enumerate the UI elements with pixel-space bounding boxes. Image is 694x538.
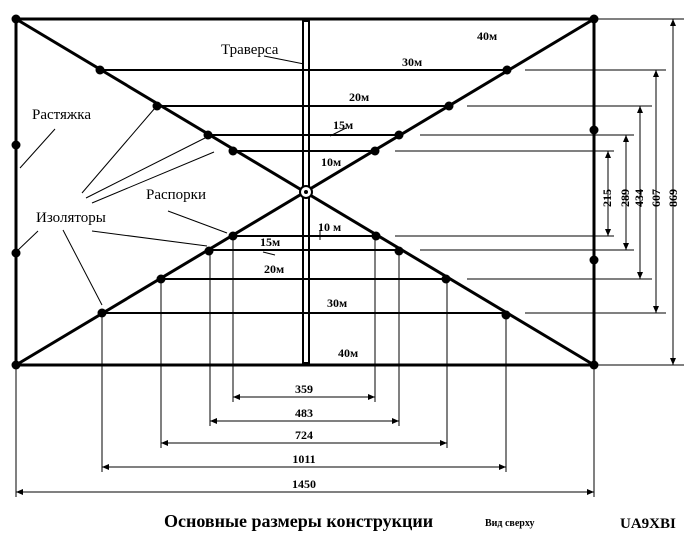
height-value-434: 434 xyxy=(632,189,646,207)
insulator-dot xyxy=(371,231,381,241)
insulator-dot xyxy=(156,274,166,284)
height-value-607: 607 xyxy=(649,189,663,207)
width-value-359: 359 xyxy=(295,382,313,396)
insulator-dot xyxy=(441,274,451,284)
insulator-dot xyxy=(203,130,213,140)
band-label-20m-upper: 20м xyxy=(349,90,369,104)
height-dimension-289 xyxy=(623,135,629,250)
width-value-1011: 1011 xyxy=(292,452,315,466)
leader-insulator-4 xyxy=(15,230,39,253)
leader-rasporki xyxy=(167,210,228,234)
diagram-subcaption: Вид сверху xyxy=(485,518,534,529)
insulator-dot xyxy=(204,246,214,256)
width-dimension-724 xyxy=(161,440,447,446)
label-rastyazhka: Растяжка xyxy=(32,107,91,123)
leader-traversa xyxy=(263,55,305,65)
guy-insulator-dot xyxy=(589,255,599,265)
width-value-483: 483 xyxy=(295,406,313,420)
leader-insulator-1 xyxy=(81,107,156,194)
height-value-215: 215 xyxy=(600,189,614,207)
width-dimension-483 xyxy=(210,418,399,424)
insulator-dot xyxy=(394,130,404,140)
label-traversa: Траверса xyxy=(221,42,279,58)
label-izolyatory: Изоляторы xyxy=(36,210,106,226)
insulator-dot xyxy=(95,65,105,75)
width-value-1450: 1450 xyxy=(292,477,316,491)
diagram-caption: Основные размеры конструкции xyxy=(164,511,433,531)
band-label-10m-upper: 10м xyxy=(321,155,341,169)
insulator-dot xyxy=(589,360,599,370)
insulator-dot xyxy=(370,146,380,156)
band-label-40m-lower: 40м xyxy=(338,346,358,360)
leader-insulator-2 xyxy=(85,137,206,199)
leader-15m-upper xyxy=(329,127,347,137)
label-rasporki: Распорки xyxy=(146,187,206,203)
insulator-dot xyxy=(444,101,454,111)
height-dimension-215 xyxy=(605,151,611,236)
frame-outline xyxy=(14,17,596,367)
author-callsign: UA9XBI xyxy=(620,516,676,532)
insulator-dot xyxy=(228,146,238,156)
center-hub-dot xyxy=(304,190,308,194)
height-dimension-607 xyxy=(653,70,659,313)
band-label-40m-upper: 40м xyxy=(477,29,497,43)
leader-insulator-3 xyxy=(91,151,215,204)
leader-insulator-5 xyxy=(62,229,103,306)
insulator-dot xyxy=(11,14,21,24)
insulator-dot xyxy=(501,310,511,320)
leader-rastyazhka xyxy=(19,128,56,169)
height-value-869: 869 xyxy=(666,189,680,207)
insulator-dot xyxy=(589,14,599,24)
insulator-dot xyxy=(152,101,162,111)
insulator-dot xyxy=(394,246,404,256)
band-label-30m-lower: 30м xyxy=(327,296,347,310)
insulator-dot xyxy=(97,308,107,318)
guy-insulator-dot xyxy=(589,125,599,135)
band-label-15m-lower: 15м xyxy=(260,235,280,249)
guy-insulator-dot xyxy=(11,248,21,258)
leader-15m-lower xyxy=(262,251,276,256)
guy-insulator-dot xyxy=(11,140,21,150)
band-label-20m-lower: 20м xyxy=(264,262,284,276)
insulator-dot xyxy=(502,65,512,75)
leader-insulator-6 xyxy=(91,230,208,247)
insulator-dot xyxy=(228,231,238,241)
width-value-724: 724 xyxy=(295,428,313,442)
band-label-10m-lower: 10 м xyxy=(318,220,341,234)
height-dimension-434 xyxy=(637,106,643,279)
width-dimension-1011 xyxy=(102,464,506,470)
insulator-dots xyxy=(11,14,599,370)
band-label-30m-upper: 30м xyxy=(402,55,422,69)
band-label-15m-upper: 15м xyxy=(333,118,353,132)
width-dimension-1450 xyxy=(16,489,594,495)
insulator-dot xyxy=(11,360,21,370)
height-dimension-869 xyxy=(670,19,676,365)
height-value-289: 289 xyxy=(618,189,632,207)
width-dimension-359 xyxy=(233,394,375,400)
